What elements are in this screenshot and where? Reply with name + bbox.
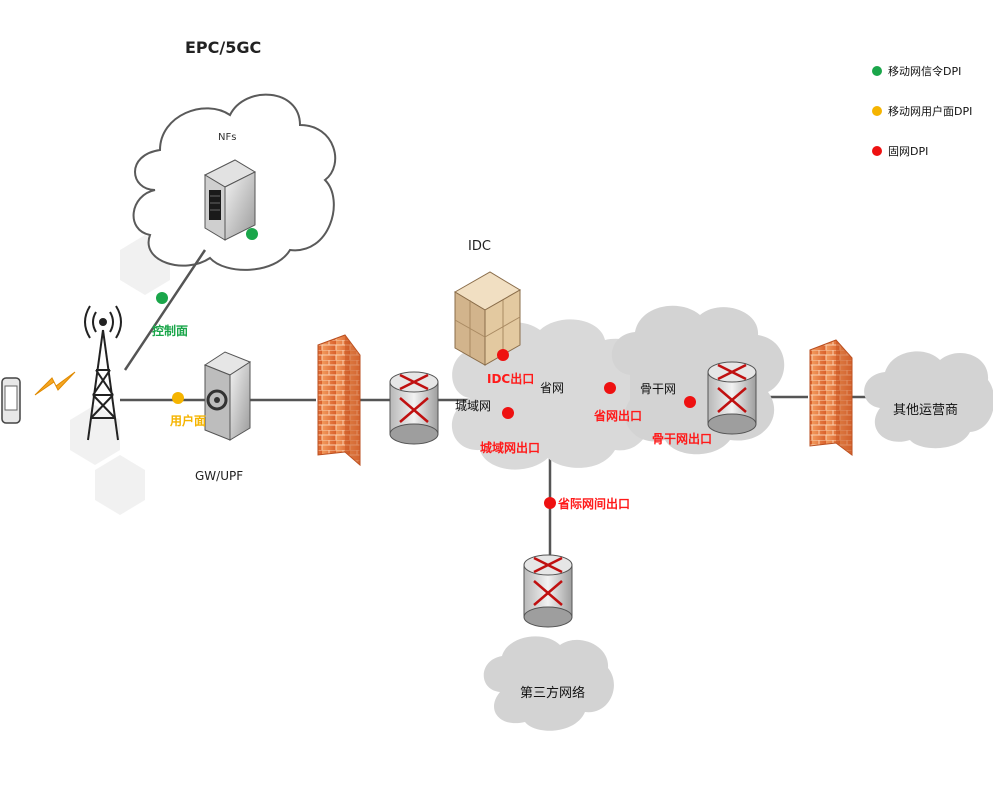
idc-exit-label: IDC出口 [487, 371, 534, 386]
idc-label: IDC [468, 239, 491, 254]
backbone-label: 骨干网 [640, 382, 676, 396]
legend-fixed-label: 固网DPI [888, 145, 928, 158]
legend-signal-label: 移动网信令DPI [888, 64, 961, 78]
idc-exit-dot [497, 349, 509, 361]
third-party-label: 第三方网络 [520, 685, 585, 701]
epc-title: EPC/5GC [185, 38, 261, 57]
province-label: 省网 [540, 381, 564, 395]
nfs-server-icon [203, 159, 257, 241]
metro-exit-label: 城域网出口 [480, 440, 540, 455]
signal-dpi-dot-link [156, 292, 168, 304]
province-exit-label: 省网出口 [593, 408, 642, 423]
dpi-dots [156, 228, 696, 509]
mobile-phone-icon [1, 377, 21, 424]
interconnect-exit-dot [544, 497, 556, 509]
idc-building-icon [454, 271, 521, 366]
signal-link-label: 控制面 [152, 323, 188, 338]
firewall-icon-2 [809, 339, 853, 456]
legend-user-dot [872, 106, 882, 116]
metro-exit-dot [502, 407, 514, 419]
user-dpi-dot [172, 392, 184, 404]
legend-signal-dot [872, 66, 882, 76]
base-station-icon [84, 305, 122, 441]
nfs-label: NFs [218, 132, 236, 143]
other-operator-label: 其他运营商 [893, 403, 958, 418]
third-party-cloud [483, 636, 614, 731]
gw-upf-icon [203, 351, 252, 441]
interconnect-exit-label: 省际网间出口 [557, 496, 630, 511]
background-hexes [70, 235, 170, 515]
other-operator-cloud [864, 351, 993, 449]
wireless-signal-icon [34, 371, 76, 396]
backbone-exit-label: 骨干网出口 [652, 431, 712, 446]
backbone-router-icon [707, 361, 757, 435]
backbone-exit-dot [684, 396, 696, 408]
legend: 移动网信令DPI 移动网用户面DPI 固网DPI [872, 64, 972, 158]
firewall-icon [317, 334, 361, 467]
legend-fixed-dot [872, 146, 882, 156]
legend-user-label: 移动网用户面DPI [888, 104, 972, 118]
signal-dpi-dot-nfs [246, 228, 258, 240]
province-exit-dot [604, 382, 616, 394]
third-party-router-icon [523, 554, 573, 628]
metro-label: 城域网 [455, 399, 491, 413]
router-icon [389, 371, 439, 445]
user-link-label: 用户面 [169, 413, 206, 428]
gw-upf-label: GW/UPF [195, 469, 243, 483]
